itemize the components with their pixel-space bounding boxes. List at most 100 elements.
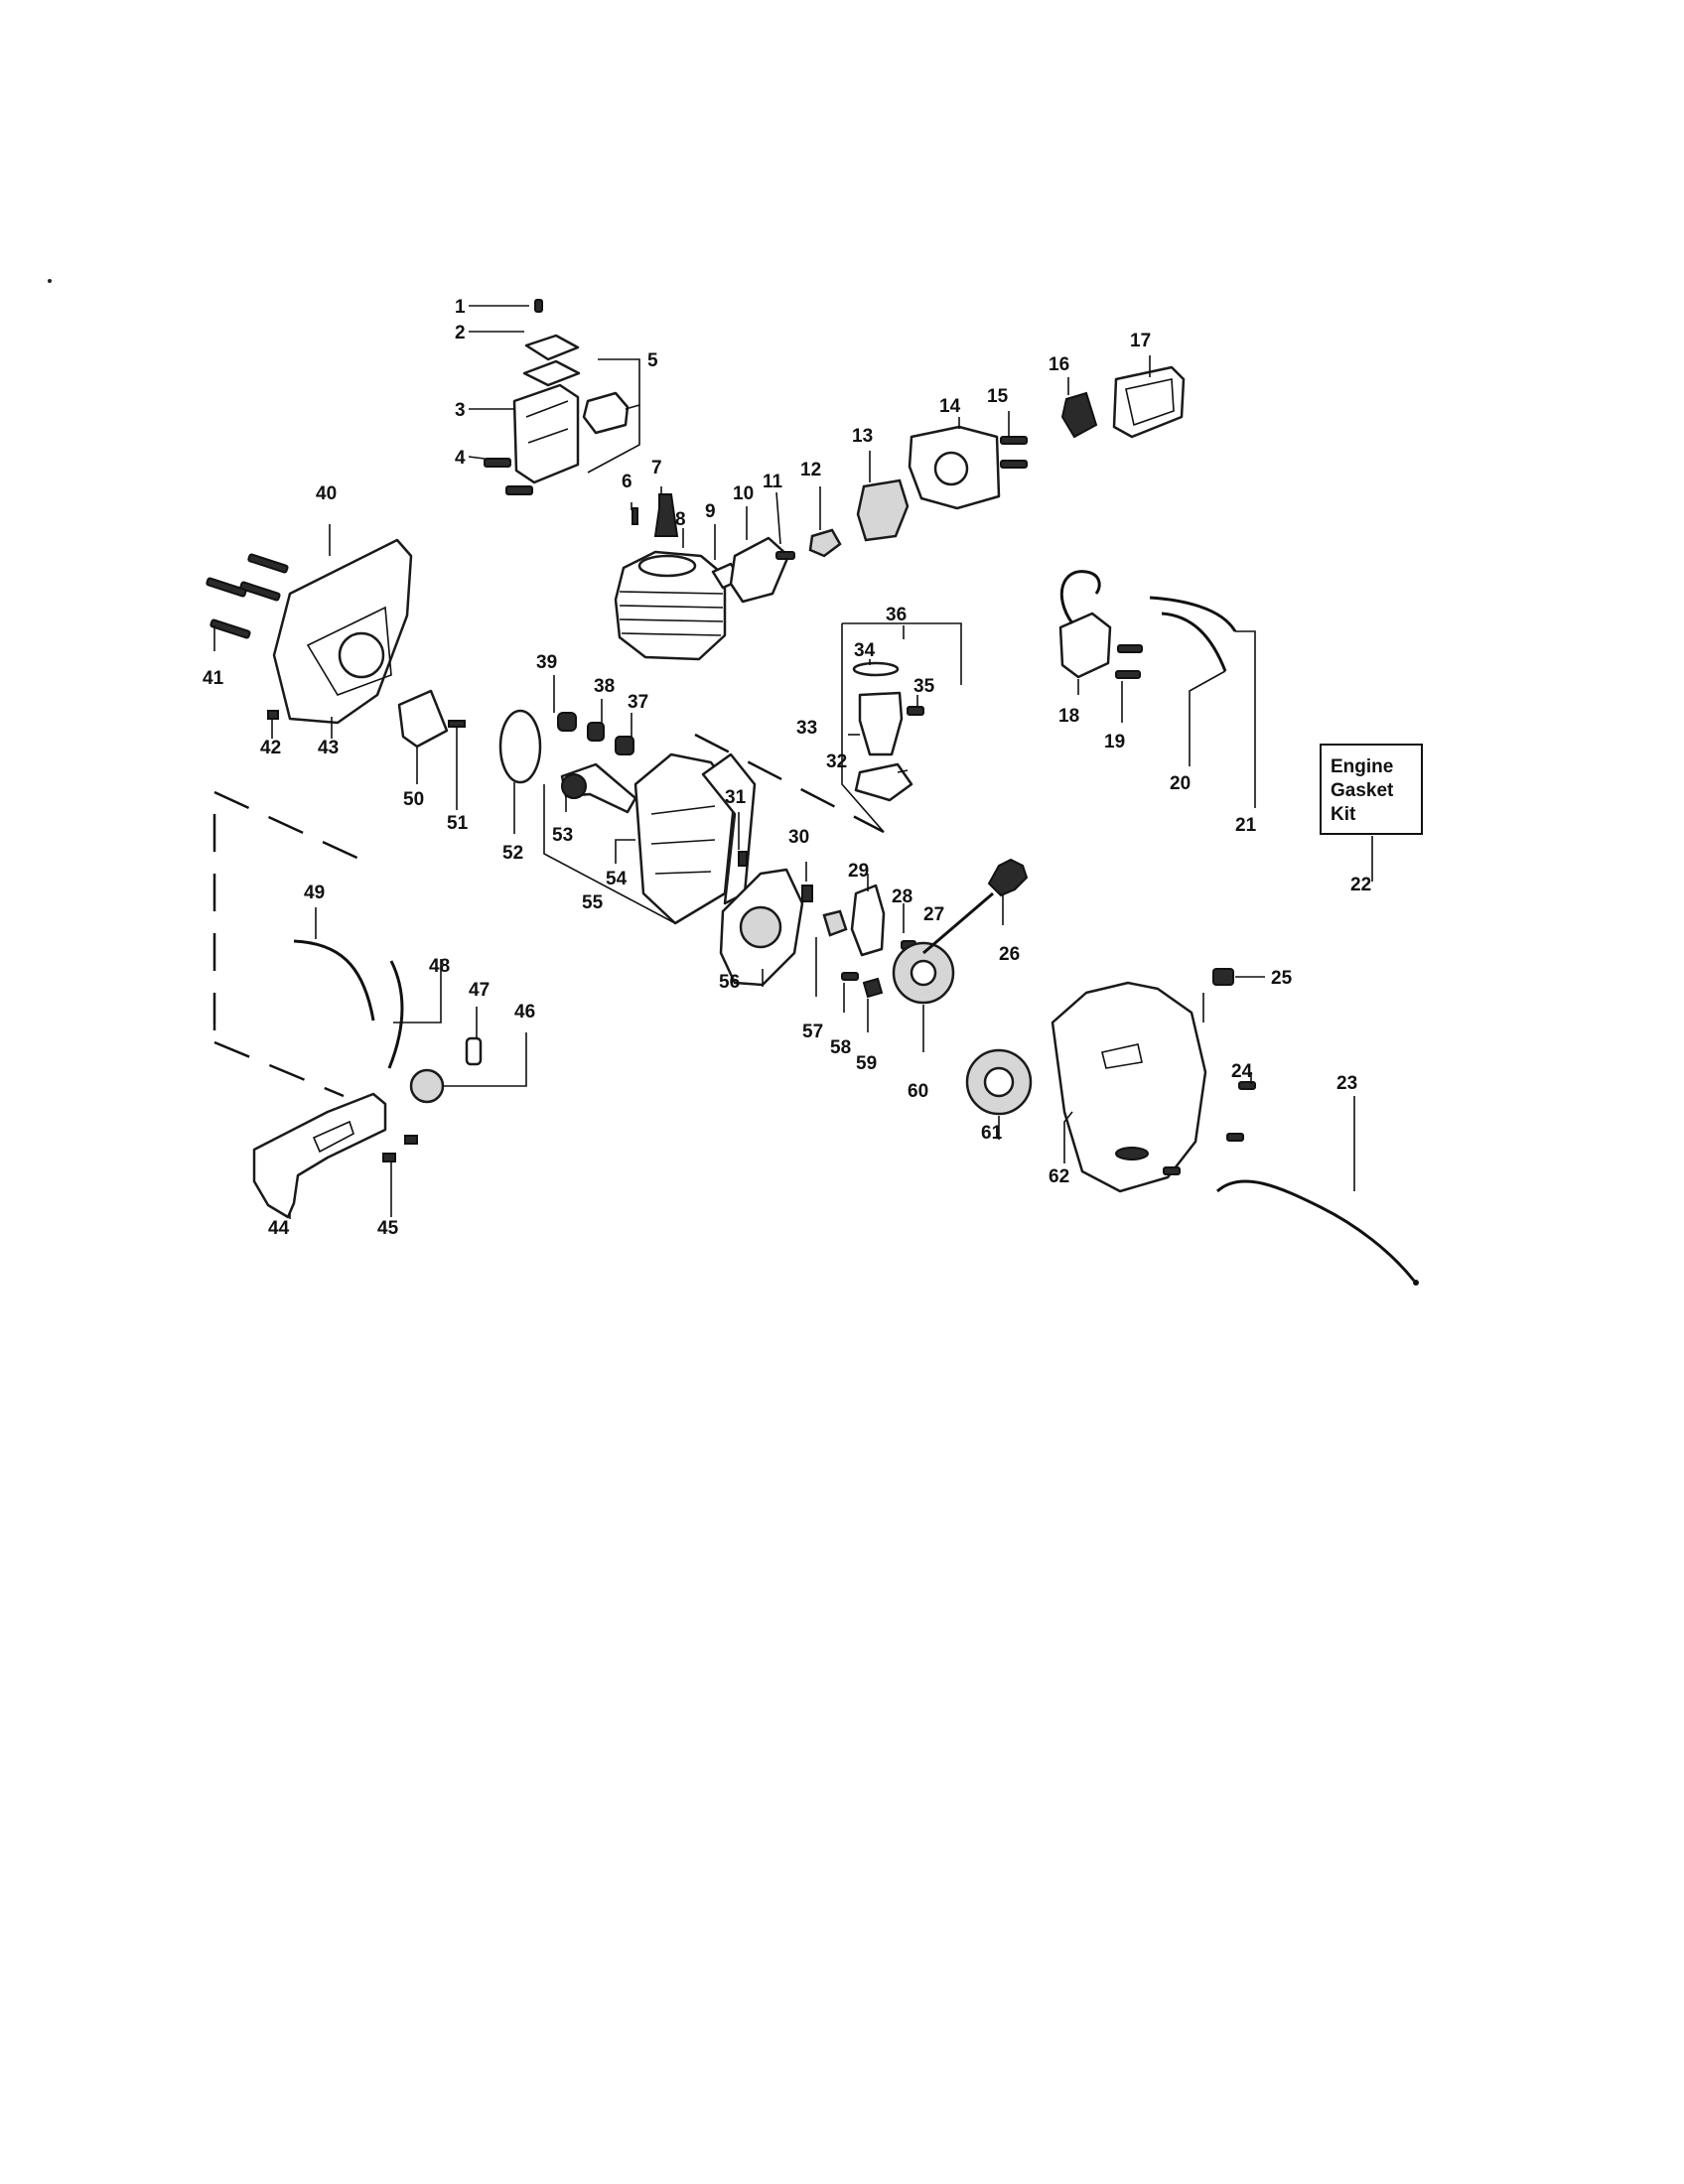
part-26-handle bbox=[987, 858, 1029, 897]
callout-38: 38 bbox=[594, 676, 615, 697]
callout-5: 5 bbox=[647, 350, 658, 371]
part-62-vent-b bbox=[1115, 1147, 1149, 1160]
callout-39: 39 bbox=[536, 652, 557, 673]
part-23-end bbox=[1413, 1280, 1419, 1286]
callout-47: 47 bbox=[469, 980, 490, 1001]
part-1-cover bbox=[524, 334, 580, 361]
part-32-gasket bbox=[854, 762, 913, 802]
part-37-bearing bbox=[615, 736, 634, 755]
callout-42: 42 bbox=[260, 738, 281, 758]
callout-7: 7 bbox=[651, 458, 662, 478]
part-56-hub bbox=[739, 905, 782, 949]
part-8-cylinder bbox=[614, 550, 727, 661]
part-14-port bbox=[933, 451, 969, 486]
part-25-clip bbox=[1212, 968, 1234, 986]
callout-29: 29 bbox=[848, 861, 869, 882]
part-15-screw-b bbox=[1000, 460, 1028, 469]
part-39-seal bbox=[557, 712, 577, 732]
part-13-carburetor bbox=[856, 478, 910, 542]
part-23-cable bbox=[1215, 1179, 1416, 1282]
callout-46: 46 bbox=[514, 1002, 535, 1023]
callout-53: 53 bbox=[552, 825, 573, 846]
callout-32: 32 bbox=[826, 751, 847, 772]
part-15-screw-a bbox=[1000, 436, 1028, 445]
part-43-port bbox=[338, 631, 385, 679]
part-33-piston bbox=[858, 691, 904, 756]
callout-61: 61 bbox=[981, 1123, 1003, 1144]
part-58-screw bbox=[841, 972, 859, 981]
part-45-screw-a bbox=[404, 1135, 418, 1145]
callout-9: 9 bbox=[705, 501, 716, 522]
callout-11: 11 bbox=[763, 472, 783, 492]
part-45-screw-b bbox=[382, 1153, 396, 1162]
part-24-screw-b bbox=[1226, 1133, 1244, 1142]
part-34-ring bbox=[852, 661, 900, 677]
callout-27: 27 bbox=[923, 904, 944, 925]
part-24-screw-a bbox=[1238, 1081, 1256, 1090]
part-41-bolt-b bbox=[239, 581, 281, 602]
callout-23: 23 bbox=[1336, 1073, 1357, 1094]
part-51-screw bbox=[448, 720, 466, 728]
dashed-assembly-lines bbox=[212, 733, 885, 1098]
callout-59: 59 bbox=[856, 1053, 877, 1074]
callout-60: 60 bbox=[908, 1081, 928, 1102]
part-35-pin bbox=[907, 706, 924, 716]
callout-20: 20 bbox=[1170, 773, 1191, 794]
callout-50: 50 bbox=[403, 789, 424, 810]
callout-2: 2 bbox=[455, 323, 466, 343]
callout-14: 14 bbox=[939, 396, 961, 417]
callout-21: 21 bbox=[1235, 815, 1257, 836]
callout-6: 6 bbox=[622, 472, 632, 492]
muffler-group bbox=[484, 299, 630, 495]
part-49-line bbox=[293, 939, 375, 1022]
fuel-tank-group bbox=[252, 939, 483, 1219]
part-41-bolt-d bbox=[210, 618, 251, 639]
callout-labels: 1 2 3 4 5 6 7 8 9 10 11 12 13 14 15 16 1… bbox=[203, 297, 1371, 1239]
kit-line-1: Engine bbox=[1331, 756, 1393, 777]
part-47-filter bbox=[465, 1036, 483, 1066]
callout-30: 30 bbox=[788, 827, 809, 848]
callout-51: 51 bbox=[447, 813, 469, 834]
housing-group bbox=[1051, 968, 1419, 1286]
callout-15: 15 bbox=[987, 386, 1009, 407]
part-27-rope bbox=[922, 891, 994, 955]
starter-group bbox=[719, 851, 1033, 1116]
callout-22: 22 bbox=[1350, 875, 1371, 895]
callout-56: 56 bbox=[719, 972, 740, 993]
part-4-bolt-b bbox=[505, 485, 533, 495]
part-8-bore bbox=[637, 554, 697, 578]
part-38-bearing bbox=[587, 722, 605, 742]
callout-17: 17 bbox=[1130, 331, 1151, 351]
part-52-o-ring bbox=[498, 709, 542, 784]
part-24-screw-c bbox=[1163, 1166, 1181, 1175]
callout-54: 54 bbox=[606, 869, 628, 889]
part-12-fitting bbox=[808, 528, 842, 558]
part-46-cap bbox=[409, 1068, 445, 1104]
part-16-filter bbox=[1060, 391, 1098, 439]
callout-16: 16 bbox=[1049, 354, 1069, 375]
part-19-screw-b bbox=[1117, 644, 1143, 653]
kit-line-2: Gasket bbox=[1331, 780, 1394, 801]
callout-28: 28 bbox=[892, 887, 912, 907]
part-4-bolt-a bbox=[484, 458, 511, 468]
part-1-screw bbox=[534, 299, 543, 313]
part-3-detail bbox=[525, 400, 569, 444]
part-41-bolt-a bbox=[247, 553, 289, 574]
callout-12: 12 bbox=[800, 460, 821, 480]
callout-37: 37 bbox=[628, 692, 648, 713]
part-17-rim bbox=[1125, 378, 1175, 427]
callout-43: 43 bbox=[318, 738, 339, 758]
callout-3: 3 bbox=[455, 400, 466, 421]
callout-1: 1 bbox=[455, 297, 466, 318]
part-59-pawl bbox=[862, 977, 884, 999]
part-41-bolt-c bbox=[206, 577, 247, 598]
part-44-inner bbox=[312, 1120, 354, 1154]
part-18-coil bbox=[1058, 612, 1112, 679]
callout-62: 62 bbox=[1049, 1166, 1069, 1187]
callout-35: 35 bbox=[913, 676, 935, 697]
part-60-hub bbox=[910, 959, 937, 987]
part-17-filter-cover bbox=[1112, 365, 1186, 439]
part-3-muffler bbox=[512, 383, 580, 484]
part-53-web bbox=[561, 773, 587, 799]
part-6-pin bbox=[632, 507, 638, 525]
